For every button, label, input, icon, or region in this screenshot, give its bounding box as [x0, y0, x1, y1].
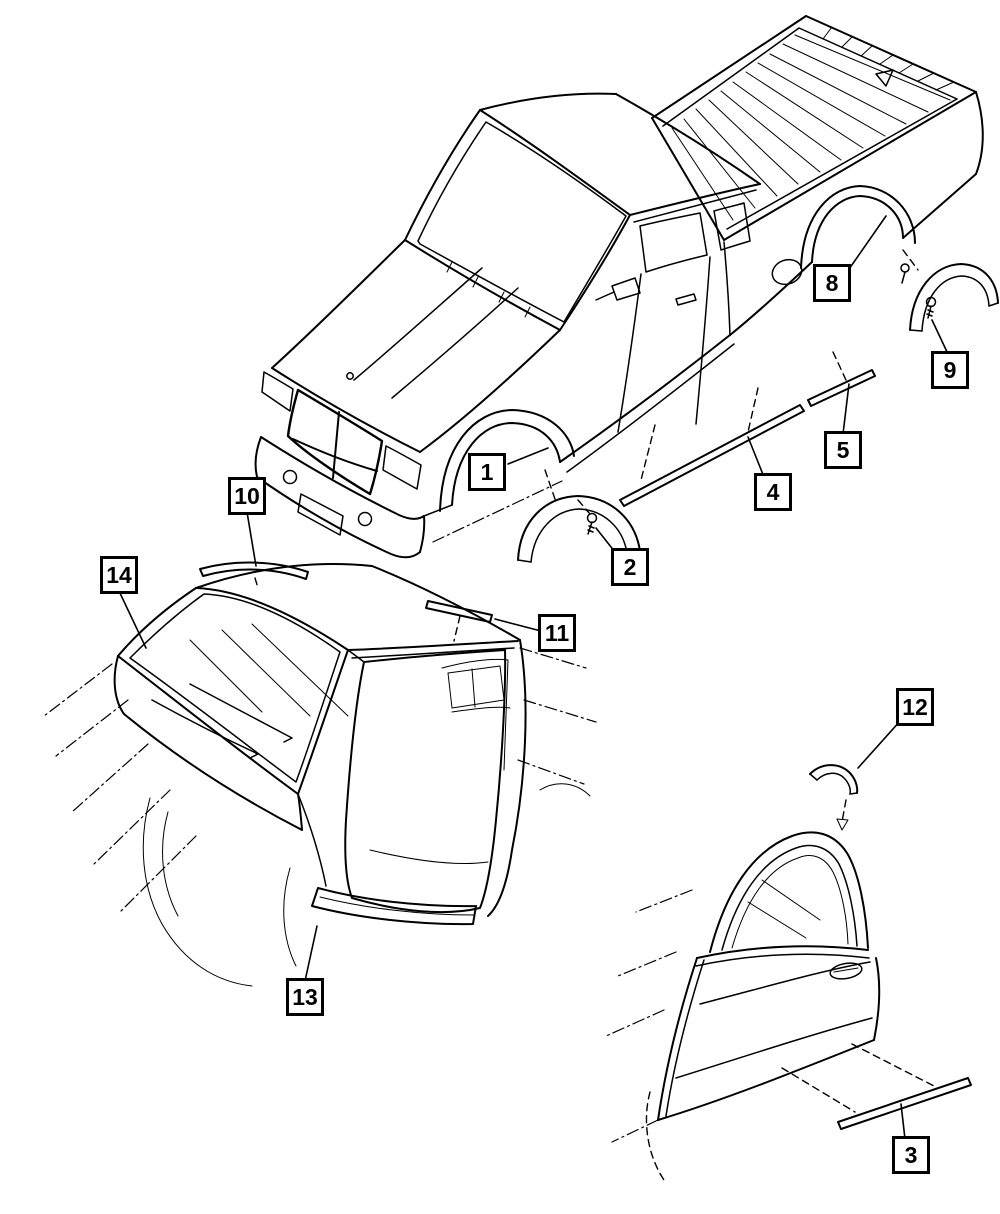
- windshield-glass: [417, 121, 627, 323]
- front-bumper: [260, 436, 425, 520]
- callout-label: 9: [943, 356, 957, 383]
- far-door-through-opening: [369, 658, 511, 864]
- window-frame-molding-detached: [809, 764, 859, 795]
- callout-label: 14: [106, 561, 132, 588]
- cowl-panel: [113, 655, 303, 831]
- headlight-near: [382, 445, 422, 490]
- wiper-marks: [446, 261, 531, 318]
- truck-cab: [254, 92, 761, 559]
- door-panel-view: [605, 764, 972, 1181]
- screw-icon: [586, 512, 598, 535]
- window-frame: [709, 831, 869, 953]
- front-fender-flare-attached: [439, 409, 575, 512]
- callout-label: 1: [480, 458, 494, 485]
- callout-label: 4: [766, 478, 780, 505]
- headlight-far: [261, 371, 294, 412]
- grille-crosshair: [292, 411, 378, 479]
- door-aperture: [344, 649, 507, 914]
- callout-box-2[interactable]: 2: [611, 548, 649, 586]
- door-window: [639, 212, 708, 273]
- callout-box-8[interactable]: 8: [813, 264, 851, 302]
- callout-label: 13: [292, 983, 318, 1010]
- callout-leader-lines: [118, 215, 949, 1140]
- side-mirror: [595, 277, 641, 301]
- rear-fender-flare-attached: [800, 185, 916, 269]
- door-handle: [675, 293, 697, 306]
- front-wheel-opening-ghost: [283, 867, 297, 967]
- body-side-molding-front: [619, 404, 805, 507]
- quarter-window: [713, 202, 751, 251]
- callout-box-13[interactable]: 13: [286, 978, 324, 1016]
- rear-wheel-opening: [811, 195, 904, 263]
- callout-label: 8: [825, 269, 839, 296]
- callout-box-12[interactable]: 12: [896, 688, 934, 726]
- callout-box-9[interactable]: 9: [931, 351, 969, 389]
- arrow-icon: [836, 818, 849, 831]
- callout-label: 2: [623, 553, 637, 580]
- hood-ornament: [346, 372, 354, 380]
- body-side-moldings-detached: [619, 369, 876, 507]
- screw-icon: [900, 263, 910, 284]
- callout-box-5[interactable]: 5: [824, 431, 862, 469]
- rocker-panel: [311, 887, 477, 926]
- callout-box-4[interactable]: 4: [754, 473, 792, 511]
- callout-box-11[interactable]: 11: [538, 614, 576, 652]
- belt-molding: [696, 945, 869, 959]
- wipers: [151, 683, 293, 759]
- callout-label: 11: [544, 619, 570, 646]
- rear-fender-flare-detached: [909, 263, 999, 332]
- flare-screws: [586, 263, 937, 535]
- windshield-glass: [129, 593, 341, 783]
- truck-bed: [651, 15, 984, 336]
- callout-box-14[interactable]: 14: [100, 556, 138, 594]
- door-handle: [829, 962, 863, 980]
- truck-full-view: [254, 15, 999, 563]
- screw-icon: [925, 296, 937, 319]
- callout-box-10[interactable]: 10: [228, 477, 266, 515]
- rocker-line: [559, 334, 731, 463]
- callout-label: 12: [902, 693, 928, 720]
- hood-creases: [353, 267, 519, 399]
- front-fender-ghost: [142, 797, 253, 987]
- grille: [286, 388, 384, 496]
- fuel-filler-door: [771, 258, 803, 286]
- callout-label: 10: [234, 482, 260, 509]
- windshield-upper-molding: [199, 561, 309, 580]
- roof-drip-molding: [425, 600, 493, 623]
- callout-label: 5: [836, 436, 850, 463]
- door-lower-molding: [837, 1077, 972, 1130]
- body-side-molding-rear: [807, 369, 876, 407]
- callout-box-1[interactable]: 1: [468, 453, 506, 491]
- callout-label: 3: [904, 1141, 918, 1168]
- callout-box-3[interactable]: 3: [892, 1136, 930, 1174]
- fog-lamp: [357, 511, 373, 527]
- cab-front-view: [43, 561, 597, 987]
- bed-tiedown: [875, 69, 894, 87]
- fog-lamp: [282, 469, 298, 485]
- roof-drip-rail: [351, 647, 515, 659]
- projection-lines: [432, 249, 919, 543]
- a-pillar: [404, 109, 481, 241]
- roof-drip-rail: [633, 189, 757, 223]
- front-wheel-opening: [451, 422, 561, 506]
